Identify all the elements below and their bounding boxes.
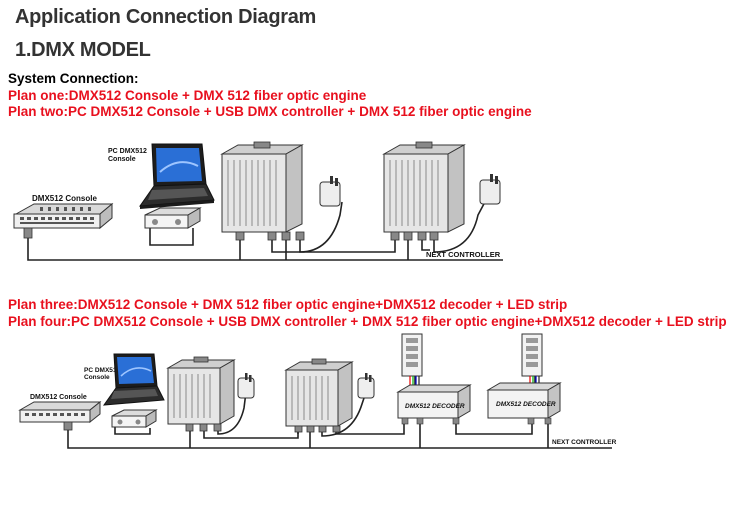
- console-label: DMX512 Console: [32, 194, 97, 203]
- pc-laptop: PC DMX512 Console: [84, 353, 165, 406]
- fiber-optic-engine-1: [166, 356, 236, 432]
- power-adapter-2: [479, 174, 501, 205]
- plan-four-text: Plan four:PC DMX512 Console + USB DMX co…: [8, 314, 727, 329]
- pc-label-line2: Console: [84, 374, 110, 381]
- dmx512-decoder-2: DMX512 DECODER: [486, 382, 562, 425]
- decoder-label: DMX512 DECODER: [496, 401, 556, 408]
- next-controller-label: NEXT CONTROLLER: [552, 439, 617, 446]
- dmx512-decoder-1: DMX512 DECODER: [396, 384, 472, 425]
- decoder-label: DMX512 DECODER: [405, 403, 465, 410]
- page-title: Application Connection Diagram: [15, 6, 317, 28]
- usb-dmx-controller: [144, 207, 202, 229]
- usb-dmx-controller: [111, 409, 158, 428]
- console-label: DMX512 Console: [30, 394, 87, 401]
- diagram-plan-one-two: DMX512 Console PC DMX512 Console: [13, 141, 503, 261]
- plan-three-text: Plan three:DMX512 Console + DMX 512 fibe…: [8, 297, 568, 312]
- system-connection-heading: System Connection:: [8, 71, 139, 86]
- led-strip-1: [401, 333, 423, 386]
- fiber-optic-engine-1: [220, 141, 305, 241]
- dmx512-console: DMX512 Console: [13, 194, 114, 239]
- pc-label-line1: PC DMX512: [84, 367, 121, 374]
- plan-one-text: Plan one:DMX512 Console + DMX 512 fiber …: [8, 88, 367, 103]
- power-adapter-2: [357, 373, 375, 399]
- pc-laptop: PC DMX512 Console: [108, 143, 215, 209]
- next-controller-label: NEXT CONTROLLER: [426, 250, 501, 259]
- dmx512-console: DMX512 Console: [18, 394, 102, 431]
- model-title: 1.DMX MODEL: [15, 39, 151, 61]
- fiber-optic-engine-2: [382, 141, 466, 241]
- fiber-optic-engine-2: [284, 358, 354, 433]
- led-strip-2: [521, 333, 543, 386]
- power-adapter-1: [237, 373, 255, 399]
- pc-label-line2: Console: [108, 156, 136, 163]
- connection-cables: [27, 199, 503, 261]
- plan-two-text: Plan two:PC DMX512 Console + USB DMX con…: [8, 104, 532, 119]
- power-adapter-1: [319, 176, 341, 207]
- diagram-plan-three-four: DMX512 Console PC DMX512 Console: [18, 333, 617, 449]
- pc-label-line1: PC DMX512: [108, 148, 147, 155]
